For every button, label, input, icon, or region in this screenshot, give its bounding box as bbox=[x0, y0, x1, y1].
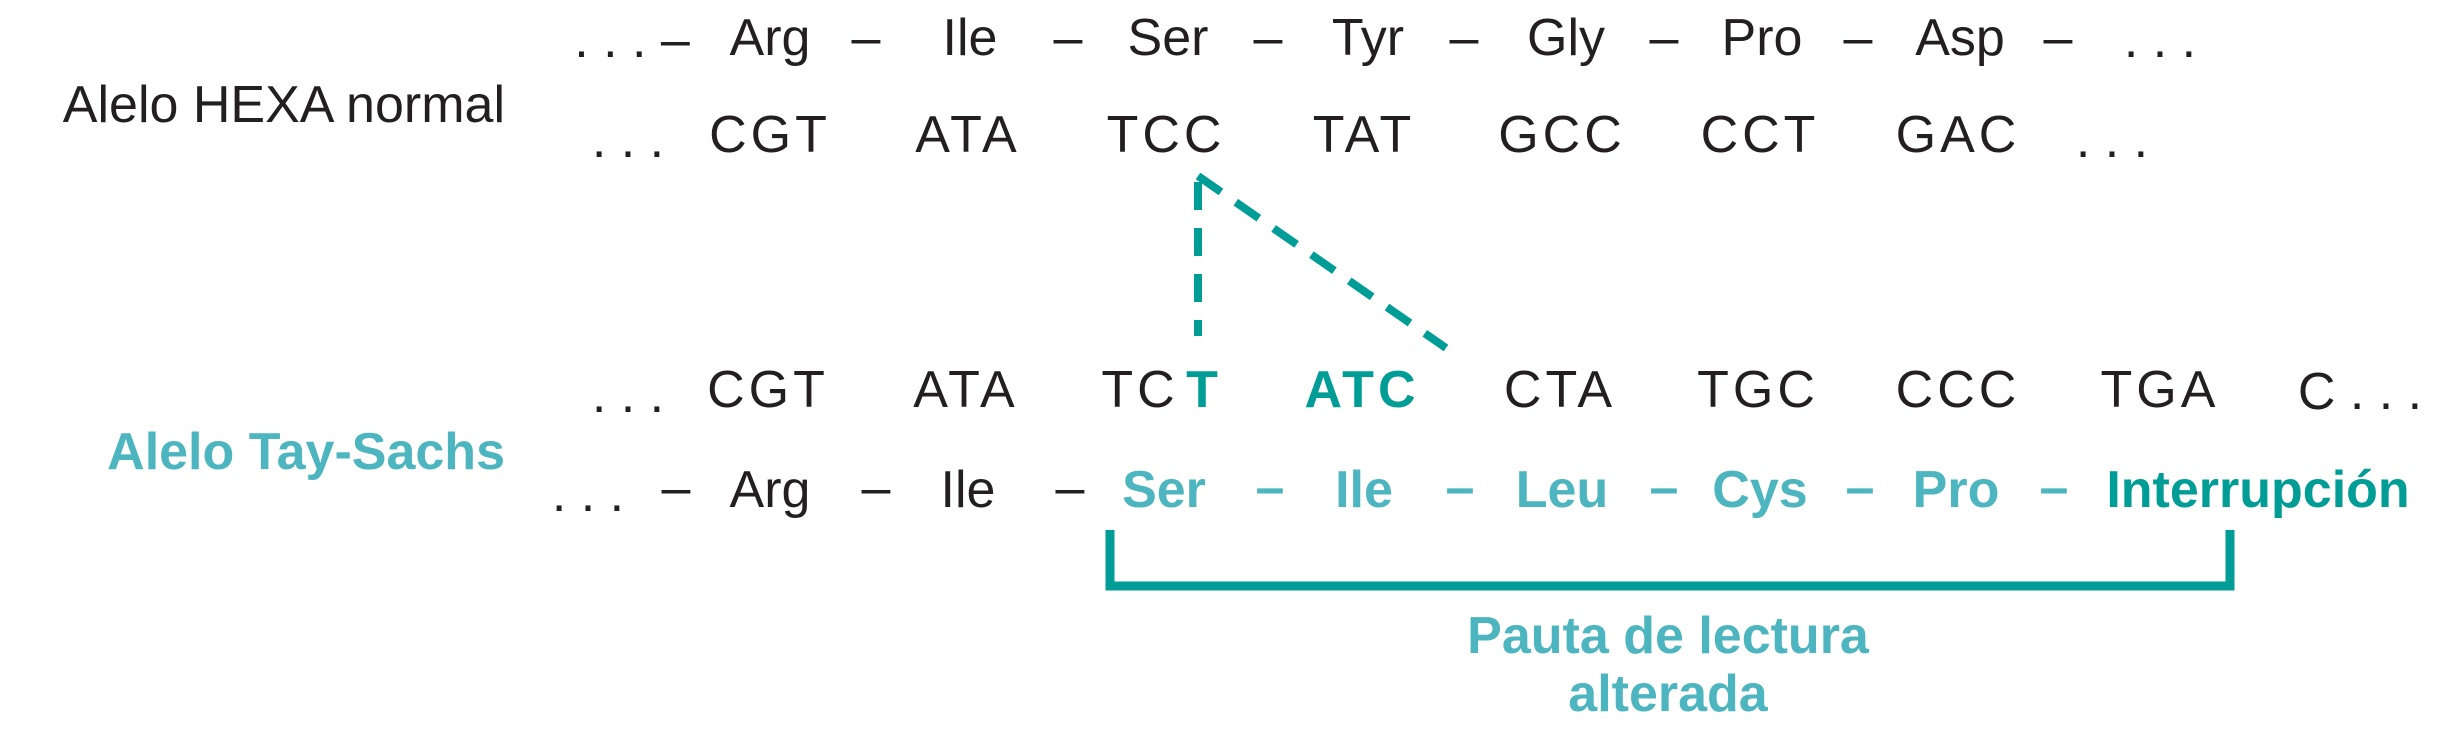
normal-allele-label: Alelo HEXA normal bbox=[62, 76, 505, 134]
normal-aa-gly: Gly bbox=[1527, 9, 1605, 67]
mutant-codon-tgc: TGC bbox=[1697, 361, 1819, 419]
normal-aa-arg: Arg bbox=[729, 9, 811, 67]
normal-aa-sep: – bbox=[1649, 9, 1679, 67]
normal-aa-sep: – bbox=[851, 9, 881, 67]
mutant-dna-suffix: C . . . bbox=[2297, 363, 2423, 421]
normal-codon-ata: ATA bbox=[915, 106, 1021, 164]
mutant-codon-tga: TGA bbox=[2100, 361, 2220, 419]
normal-codon-tat: TAT bbox=[1312, 106, 1416, 164]
normal-aa-sep: – bbox=[1253, 9, 1283, 67]
normal-aa-pro: Pro bbox=[1721, 9, 1803, 67]
mutant-aa-sep: – bbox=[1055, 459, 1085, 517]
mutant-aa-prefix: . . . bbox=[551, 465, 625, 523]
mutant-aa-sep: – bbox=[1649, 459, 1679, 517]
normal-aa-sep: – bbox=[1053, 9, 1083, 67]
normal-codon-gcc: GCC bbox=[1498, 106, 1626, 164]
altered-frame-bracket bbox=[1105, 530, 2235, 591]
normal-aa-ser: Ser bbox=[1127, 9, 1209, 67]
mutant-codon-atc: ATC bbox=[1304, 361, 1420, 419]
mutant-codon-cta: CTA bbox=[1503, 361, 1617, 419]
mutant-aa-arg: Arg bbox=[729, 461, 811, 519]
mutant-codon-ccc: CCC bbox=[1895, 361, 2021, 419]
normal-codon-tcc: TCC bbox=[1106, 106, 1226, 164]
mutant-aa-sep: – bbox=[1445, 459, 1475, 517]
mutant-aa-sep: – bbox=[1255, 459, 1285, 517]
mutant-codon-tc: TC bbox=[1101, 361, 1179, 419]
normal-aa-ile: Ile bbox=[942, 9, 998, 67]
insertion-diagonal-dash bbox=[1195, 172, 1449, 352]
mutant-codon-cgt: CGT bbox=[707, 361, 829, 419]
mutant-aa-cys: Cys bbox=[1712, 461, 1808, 519]
normal-dna-prefix: . . . bbox=[591, 111, 665, 169]
mutant-aa-pro: Pro bbox=[1912, 461, 2000, 519]
inserted-base-t: T bbox=[1186, 361, 1218, 419]
normal-aa-tyr: Tyr bbox=[1331, 9, 1405, 67]
mutant-aa-leu: Leu bbox=[1515, 461, 1609, 519]
altered-frame-caption-line1: Pauta de lectura bbox=[1467, 607, 1869, 665]
mutant-aa-ile: Ile bbox=[940, 461, 996, 519]
normal-aa-sep: – bbox=[1843, 9, 1873, 67]
mutant-aa-sep: – bbox=[2039, 459, 2069, 517]
tay-sachs-allele-label: Alelo Tay-Sachs bbox=[107, 423, 505, 481]
normal-codon-cgt: CGT bbox=[709, 106, 831, 164]
mutant-dna-prefix: . . . bbox=[591, 366, 665, 424]
normal-dna-suffix: . . . bbox=[2075, 111, 2149, 169]
altered-frame-caption-line2: alterada bbox=[1568, 665, 1768, 723]
mutant-aa-ser: Ser bbox=[1122, 461, 1206, 519]
normal-codon-cct: CCT bbox=[1700, 106, 1820, 164]
mutant-aa-sep: – bbox=[1845, 459, 1875, 517]
mutant-codon-ata: ATA bbox=[913, 361, 1019, 419]
normal-aa-asp: Asp bbox=[1915, 9, 2005, 67]
normal-aa-suffix: . . . bbox=[2123, 11, 2197, 69]
normal-aa-prefix: . . . – bbox=[574, 11, 690, 69]
normal-aa-sep: – bbox=[2043, 9, 2073, 67]
mutant-aa-sep: – bbox=[861, 459, 891, 517]
mutant-aa-sep: – bbox=[661, 459, 691, 517]
mutant-aa-ile-altered: Ile bbox=[1335, 461, 1393, 519]
mutant-aa-stop: Interrupción bbox=[2106, 461, 2410, 519]
normal-aa-sep: – bbox=[1449, 9, 1479, 67]
normal-codon-gac: GAC bbox=[1895, 106, 2021, 164]
